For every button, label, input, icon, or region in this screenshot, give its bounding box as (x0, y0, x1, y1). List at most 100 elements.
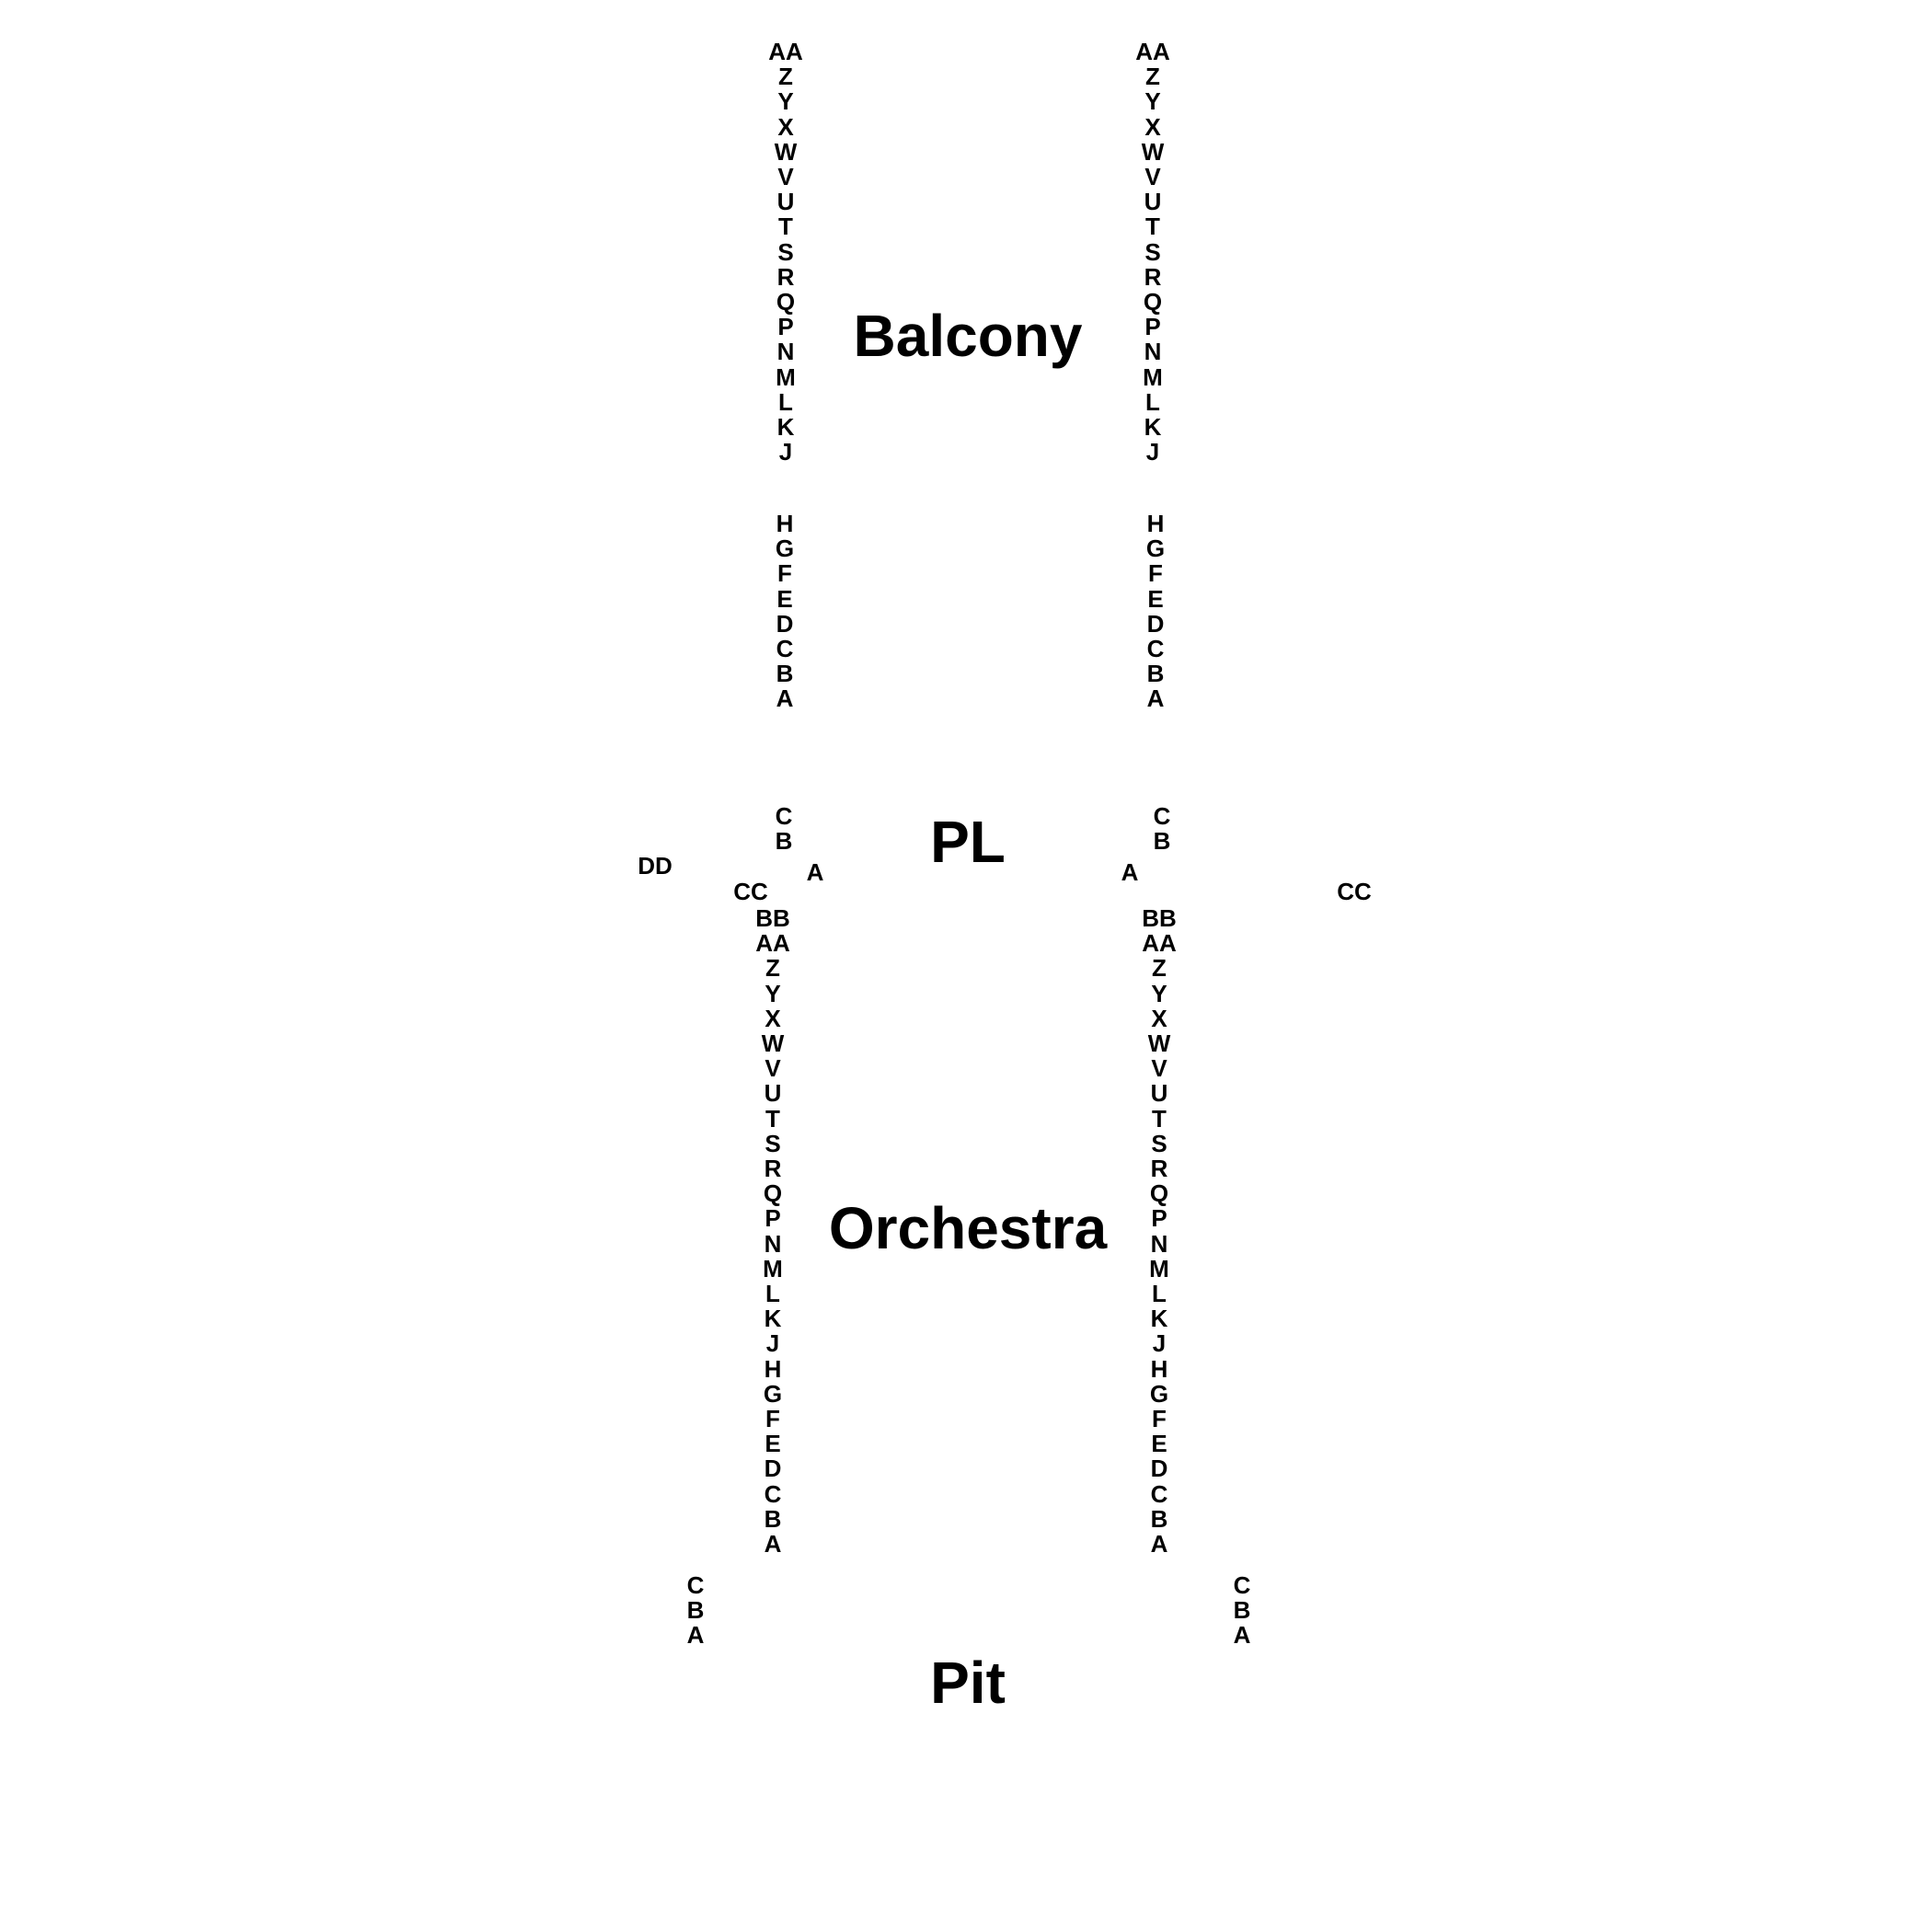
row-label: R (1144, 262, 1162, 291)
row-label: A (1233, 1621, 1251, 1650)
row-label: Z (778, 63, 793, 91)
row-label: N (1150, 1229, 1168, 1258)
row-label: J (778, 438, 793, 466)
row-label: E (1151, 1430, 1167, 1458)
section-label-orchestra: Orchestra (828, 1195, 1108, 1261)
row-label: K (764, 1305, 782, 1333)
row-label: M (1149, 1254, 1169, 1282)
row-label: T (1145, 213, 1160, 241)
row-label: F (1152, 1405, 1167, 1433)
row-label: X (777, 112, 794, 141)
row-label: Y (1151, 979, 1167, 1007)
row-label: K (1144, 413, 1162, 442)
row-label: H (1146, 510, 1165, 537)
row-label: S (765, 1129, 781, 1157)
row-label: E (776, 584, 793, 613)
row-label: AA (1135, 38, 1170, 65)
row-label: A (1146, 684, 1165, 713)
row-label: N (1144, 338, 1162, 366)
row-label: BB (755, 904, 790, 932)
row-label: U (764, 1079, 782, 1108)
section-label-pl: PL (930, 809, 1006, 875)
row-label: W (1147, 1029, 1171, 1058)
row-label: L (1145, 387, 1160, 416)
row-label: G (1145, 535, 1166, 563)
row-label: Y (777, 87, 794, 116)
row-label: C (686, 1571, 705, 1599)
row-label: A (764, 1530, 782, 1558)
row-label: P (777, 313, 794, 341)
row-label: B (1150, 1504, 1168, 1533)
row-label: C (1153, 802, 1171, 830)
row-label: P (765, 1204, 781, 1233)
row-label: P (1151, 1204, 1167, 1233)
row-label: W (1141, 137, 1165, 166)
row-label: C (1150, 1479, 1168, 1508)
row-label: X (765, 1004, 781, 1032)
row-label: D (1146, 609, 1165, 638)
row-label: Z (1152, 954, 1167, 983)
row-label: R (776, 262, 795, 291)
row-label: A (776, 684, 794, 713)
row-label: H (1150, 1354, 1168, 1383)
row-label: D (776, 609, 794, 638)
row-label: K (776, 413, 795, 442)
row-label: Z (765, 954, 780, 983)
row-label: C (776, 635, 794, 663)
row-label: Q (1149, 1179, 1169, 1208)
row-label: B (1153, 827, 1171, 856)
row-label: AA (1142, 929, 1177, 958)
row-label: D (764, 1455, 782, 1483)
box-left-cc: CC (733, 878, 768, 905)
row-label: U (776, 188, 795, 216)
row-label: E (1147, 584, 1164, 613)
row-label: H (764, 1354, 782, 1383)
row-label: T (1152, 1104, 1167, 1133)
row-label: Z (1145, 63, 1160, 91)
row-label: V (777, 163, 794, 191)
row-label: M (763, 1254, 783, 1282)
row-label: BB (1142, 904, 1177, 932)
row-label: C (1233, 1571, 1251, 1599)
row-label: N (776, 338, 795, 366)
row-label: M (1143, 362, 1163, 391)
box-left-dd: DD (638, 852, 673, 880)
row-label: U (1144, 188, 1162, 216)
row-label: V (765, 1054, 781, 1083)
row-label: V (1144, 163, 1161, 191)
row-label: T (778, 213, 793, 241)
section-label-pit: Pit (930, 1650, 1006, 1716)
row-label: U (1150, 1079, 1168, 1108)
row-label: Y (765, 979, 781, 1007)
row-label: C (764, 1479, 782, 1508)
row-label: X (1151, 1004, 1167, 1032)
pl-left-row-a: A (806, 858, 824, 886)
row-label: N (764, 1229, 782, 1258)
row-label: F (1148, 559, 1163, 588)
section-label-balcony: Balcony (853, 303, 1083, 369)
row-label: L (778, 387, 793, 416)
row-label: J (1152, 1329, 1167, 1358)
row-label: J (765, 1329, 780, 1358)
row-label: J (1145, 438, 1160, 466)
row-label: B (764, 1504, 782, 1533)
row-label: T (765, 1104, 780, 1133)
row-label: W (761, 1029, 785, 1058)
row-label: Q (776, 288, 796, 316)
row-label: S (1144, 237, 1161, 266)
row-label: AA (755, 929, 790, 958)
row-label: H (776, 510, 794, 537)
row-label: D (1150, 1455, 1168, 1483)
row-label: L (765, 1280, 780, 1308)
row-label: G (1149, 1379, 1169, 1408)
row-label: F (777, 559, 792, 588)
row-label: Y (1144, 87, 1161, 116)
row-label: G (763, 1379, 783, 1408)
